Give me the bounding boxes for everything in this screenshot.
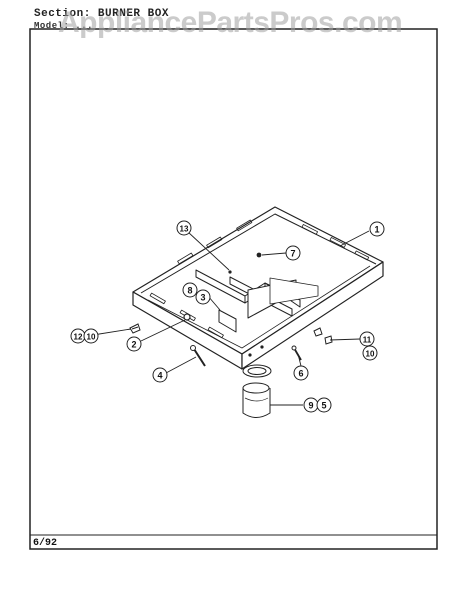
callout-2: 2 — [126, 336, 142, 352]
diagram-border — [29, 28, 438, 550]
callout-8: 8 — [182, 282, 198, 298]
watermark-logo: AppliancePartsPros.com — [58, 6, 403, 39]
callout-7: 7 — [285, 245, 301, 261]
svg-text:2: 2 — [131, 340, 136, 350]
svg-text:3: 3 — [200, 293, 205, 303]
date-code: 6/92 — [33, 538, 58, 549]
callout-1: 1 — [369, 221, 385, 237]
callout-11: 11 — [359, 331, 375, 347]
svg-text:13: 13 — [180, 225, 189, 234]
screw-left-icon — [129, 323, 141, 334]
callout-3: 3 — [195, 289, 211, 305]
svg-text:7: 7 — [290, 249, 295, 259]
svg-text:11: 11 — [363, 336, 372, 345]
svg-text:10: 10 — [366, 350, 375, 359]
svg-text:4: 4 — [157, 371, 162, 381]
model-label: Model: ... — [34, 21, 94, 31]
svg-text:9: 9 — [308, 401, 313, 411]
svg-text:12: 12 — [74, 333, 83, 342]
callout-10-left: 10 — [83, 328, 99, 344]
svg-text:10: 10 — [87, 333, 96, 342]
loose-parts — [129, 323, 333, 418]
callout-13: 13 — [176, 220, 192, 236]
section-label: Section: BURNER BOX — [34, 8, 169, 20]
screw-center-icon — [291, 345, 302, 361]
callout-6: 6 — [293, 365, 309, 381]
svg-text:5: 5 — [321, 401, 326, 411]
svg-text:8: 8 — [187, 286, 192, 296]
callouts: 1 7 13 8 3 2 12 10 4 6 11 10 9 5 — [70, 220, 385, 413]
burner-box-tray — [132, 206, 384, 370]
callout-5: 5 — [316, 397, 332, 413]
svg-text:6: 6 — [298, 369, 303, 379]
callout-10-right: 10 — [362, 345, 378, 361]
callout-12: 12 — [70, 328, 86, 344]
screw-right-icon — [313, 327, 333, 345]
burner-cup-icon — [242, 364, 272, 418]
callout-4: 4 — [152, 367, 168, 383]
callout-9: 9 — [303, 397, 319, 413]
long-screw-icon — [190, 345, 206, 367]
svg-text:1: 1 — [374, 225, 379, 235]
